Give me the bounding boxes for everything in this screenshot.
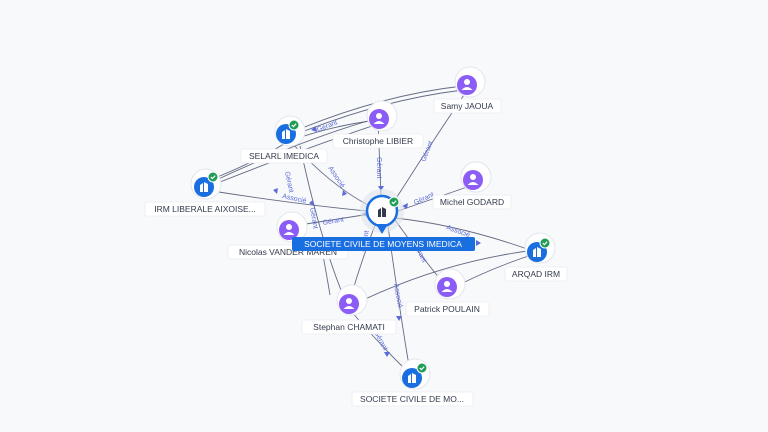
person-icon bbox=[376, 113, 382, 119]
verified-check-icon bbox=[288, 119, 300, 131]
label-background bbox=[301, 319, 397, 335]
node-label: SELARL IMEDICA bbox=[249, 151, 319, 161]
person-icon bbox=[470, 174, 476, 180]
arrowhead bbox=[311, 126, 317, 132]
person-icon bbox=[286, 224, 292, 230]
arrowhead bbox=[396, 316, 402, 321]
label-background bbox=[432, 194, 512, 210]
label-background bbox=[504, 266, 568, 282]
edge-label-associe: Associé bbox=[326, 165, 346, 189]
verified-check-icon bbox=[207, 171, 219, 183]
center-label-background bbox=[292, 237, 475, 251]
edge bbox=[205, 189, 379, 213]
person-icon bbox=[464, 79, 470, 85]
edge-label-gerant: Gérant bbox=[283, 171, 294, 193]
building-icon bbox=[282, 129, 290, 139]
building-icon bbox=[200, 182, 208, 192]
building-icon bbox=[408, 373, 416, 383]
label-background bbox=[405, 301, 490, 317]
label-background bbox=[332, 133, 424, 149]
label-background bbox=[433, 98, 502, 114]
arrowhead bbox=[384, 352, 390, 357]
label-background bbox=[240, 148, 328, 164]
company-node-scm2[interactable]: SOCIETE CIVILE DE MO... bbox=[351, 358, 474, 407]
edge-label-gerant: Gérant bbox=[375, 157, 382, 178]
person-node-michel[interactable]: Michel GODARD bbox=[432, 161, 512, 210]
person-node-samy[interactable]: Samy JAOUA bbox=[433, 66, 502, 114]
center-label: SOCIETE CIVILE DE MOYENS IMEDICA bbox=[304, 239, 462, 249]
arrowhead bbox=[342, 190, 347, 196]
edge-label-gerant: Gérant bbox=[308, 207, 319, 229]
building-icon bbox=[533, 247, 541, 257]
node-label: Stephan CHAMATI bbox=[313, 322, 385, 332]
arrowhead bbox=[402, 203, 408, 209]
edge bbox=[394, 217, 531, 251]
edge-label-associe: Associé bbox=[392, 283, 403, 308]
person-icon bbox=[444, 281, 450, 287]
node-label: Nicolas VANDER MAREN bbox=[239, 247, 337, 257]
building-icon bbox=[378, 207, 386, 217]
edge bbox=[394, 185, 471, 213]
verified-check-icon bbox=[388, 196, 400, 208]
edge bbox=[299, 145, 346, 301]
arrowhead bbox=[309, 200, 314, 206]
arrowhead bbox=[378, 186, 384, 191]
node-label: Christophe LIBIER bbox=[343, 136, 413, 146]
arrowhead bbox=[273, 188, 278, 194]
edge bbox=[354, 249, 536, 305]
node-label: SOCIETE CIVILE DE MO... bbox=[360, 394, 464, 404]
center-node[interactable]: SOCIETE CIVILE DE MOYENS IMEDICA bbox=[292, 189, 475, 251]
person-icon bbox=[346, 298, 352, 304]
center-pin-pointer bbox=[376, 224, 388, 234]
node-label: ARQAD IRM bbox=[512, 269, 560, 279]
verified-check-icon bbox=[416, 362, 428, 374]
company-node-selarl[interactable]: SELARL IMEDICA bbox=[240, 115, 328, 164]
edge-label-gerant: Gérant bbox=[413, 191, 435, 206]
edge-label-gerant: Gérant bbox=[322, 216, 344, 227]
person-node-christophe[interactable]: Christophe LIBIER bbox=[332, 100, 424, 149]
node-label: IRM LIBERALE AIXOISE... bbox=[154, 204, 256, 214]
company-node-arqad[interactable]: ARQAD IRM bbox=[504, 232, 568, 282]
node-label: Michel GODARD bbox=[440, 197, 504, 207]
label-background bbox=[144, 201, 266, 217]
edge bbox=[209, 117, 379, 184]
person-node-patrick[interactable]: Patrick POULAIN bbox=[405, 268, 490, 317]
node-label: Patrick POULAIN bbox=[414, 304, 480, 314]
company-node-irm[interactable]: IRM LIBERALE AIXOISE... bbox=[144, 168, 266, 217]
edge-label-associe: Associé bbox=[282, 193, 308, 205]
node-label: Samy JAOUA bbox=[441, 101, 494, 111]
label-background bbox=[351, 391, 474, 407]
arrowhead bbox=[476, 240, 481, 246]
person-node-stephan[interactable]: Stephan CHAMATI bbox=[301, 284, 397, 335]
verified-check-icon bbox=[539, 237, 551, 249]
